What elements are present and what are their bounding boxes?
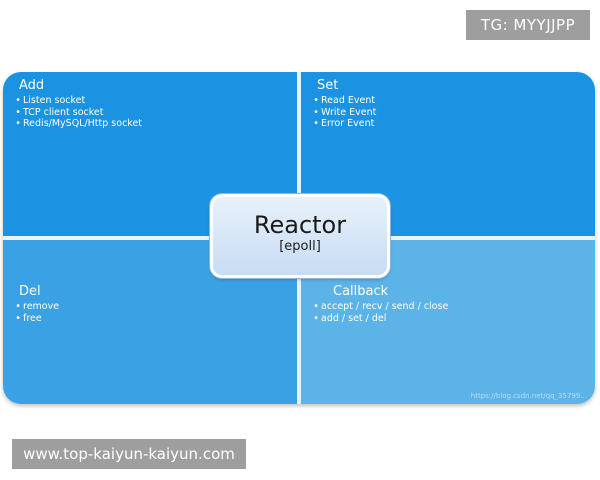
bullet-icon: • xyxy=(15,106,21,118)
bullet-icon: • xyxy=(313,95,319,106)
bullet-icon: • xyxy=(313,106,319,118)
list-item: •Redis/MySQL/Http socket xyxy=(13,118,297,130)
tg-watermark: TG: MYYJJPP xyxy=(466,10,590,40)
url-watermark: www.top-kaiyun-kaiyun.com xyxy=(12,439,246,469)
quadrant-set: Set •Read Event •Write Event •Error Even… xyxy=(301,72,595,236)
bullet-icon: • xyxy=(313,118,319,129)
list-item: •Listen socket xyxy=(13,95,297,107)
reactor-diagram: Add •Listen socket •TCP client socket •R… xyxy=(3,72,595,404)
bullet-icon: • xyxy=(313,301,319,312)
list-item: •free xyxy=(13,313,297,325)
bullet-icon: • xyxy=(15,118,21,129)
list-item: •TCP client socket xyxy=(13,107,297,119)
quadrant-add-title: Add xyxy=(19,78,45,93)
reactor-center-box: Reactor [epoll] xyxy=(210,194,390,278)
quadrant-add: Add •Listen socket •TCP client socket •R… xyxy=(3,72,297,236)
bullet-icon: • xyxy=(15,312,21,324)
list-item: •remove xyxy=(13,301,297,313)
source-credit: https://blog.csdn.net/qq_35799... xyxy=(470,392,587,400)
quadrant-callback-title: Callback xyxy=(333,284,389,299)
list-item: •Error Event xyxy=(311,118,595,130)
list-item: •Write Event xyxy=(311,107,595,119)
bullet-icon: • xyxy=(313,312,319,324)
quadrant-del-title: Del xyxy=(19,284,41,299)
quadrant-set-title: Set xyxy=(317,78,339,93)
reactor-title: Reactor xyxy=(253,211,347,239)
list-item: •accept / recv / send / close xyxy=(311,301,595,313)
list-item: •add / set / del xyxy=(311,313,595,325)
bullet-icon: • xyxy=(15,95,21,106)
list-item: •Read Event xyxy=(311,95,595,107)
reactor-subtitle: [epoll] xyxy=(279,239,321,254)
bullet-icon: • xyxy=(15,301,21,312)
